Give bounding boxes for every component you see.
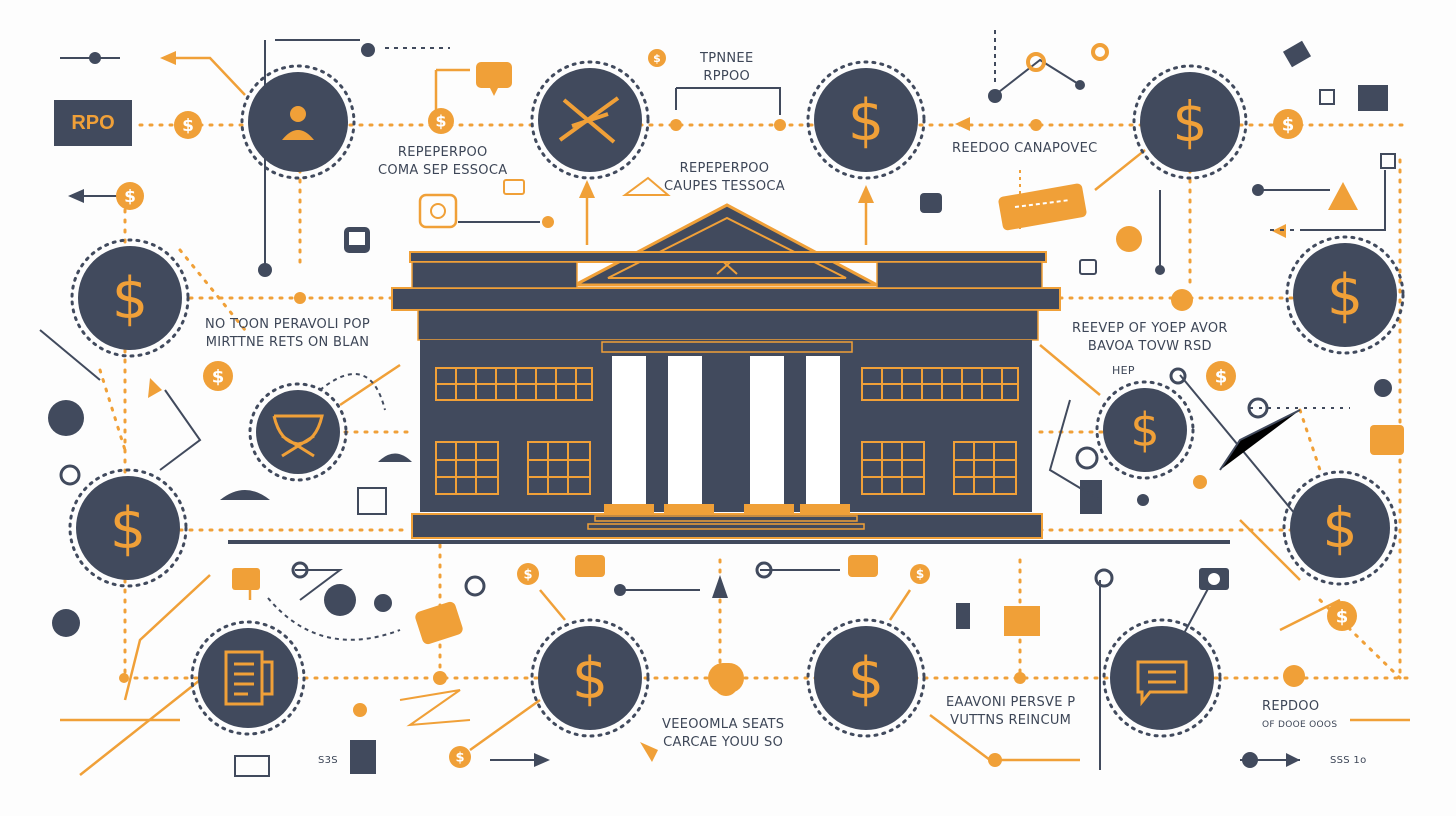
svg-text:$: $	[1215, 366, 1228, 387]
label-far-right-bottom: REPDOO	[1262, 698, 1319, 716]
dollar-icon: $	[70, 238, 190, 358]
orange-connectors	[60, 56, 1410, 776]
label-line: EAAVONI PERSVE P	[946, 695, 1076, 710]
small-dollar-icon: $	[910, 564, 930, 584]
svg-text:$: $	[1282, 114, 1295, 135]
rpo-badge-label: RPO	[71, 111, 115, 134]
label-bottom-small-right: SSS 1o	[1330, 752, 1367, 770]
svg-text:$: $	[455, 751, 464, 766]
svg-text:$: $	[848, 646, 884, 712]
dollar-icon: $	[1095, 380, 1195, 480]
label-line: REEVEP OF YOEP AVOR	[1072, 321, 1228, 336]
svg-text:$: $	[848, 88, 884, 154]
label-line: SSS 1o	[1330, 755, 1367, 766]
svg-text:$: $	[523, 568, 532, 583]
small-dollar-icon: $	[1206, 361, 1236, 391]
label-line: REPEPERPOO	[679, 161, 770, 176]
person-icon	[240, 64, 356, 180]
svg-text:$: $	[1323, 496, 1358, 560]
dollar-icon: $	[530, 618, 650, 738]
label-line: BAVOA TOVW RSD	[1087, 339, 1212, 354]
label-right-upper: REEDOO CANAPOVEC	[952, 140, 1097, 158]
flow-arrows	[68, 51, 1300, 767]
svg-text:$: $	[572, 646, 608, 712]
label-bottom-center: VEEOOMLA SEATS CARCAE YOUU SO	[662, 716, 784, 752]
label-line: COMA SEP ESSOCA	[378, 163, 508, 178]
label-line: MIRTTNE RETS ON BLAN	[205, 335, 370, 350]
label-bottom-right: EAAVONI PERSVE P VUTTNS REINCUM	[946, 694, 1075, 730]
svg-text:$: $	[653, 52, 661, 65]
svg-text:$: $	[110, 496, 146, 562]
hub-circles: $ $ $ $ $ $ $ $ $	[68, 60, 1405, 738]
tools-icon	[530, 60, 650, 180]
svg-text:$: $	[916, 567, 924, 581]
label-line: VEEOOMLA SEATS	[662, 717, 785, 732]
label-top-center: TPNNEE RPPOO	[700, 50, 753, 86]
svg-text:$: $	[435, 111, 446, 130]
small-dollar-icon: $	[517, 563, 539, 585]
svg-text:$: $	[182, 116, 194, 136]
small-dollar-icon: $	[1273, 109, 1303, 139]
dollar-icon: $	[806, 618, 926, 738]
svg-text:$: $	[1327, 263, 1363, 329]
dollar-icon: $	[806, 60, 926, 180]
label-line: CAUPES TESSOCA	[664, 179, 785, 194]
small-dollar-nodes: $ $ $ $ $ $ $ $ $ $ $	[116, 49, 1357, 768]
small-dollar-icon: $	[174, 111, 202, 139]
small-dollar-icon: $	[648, 49, 666, 67]
small-dollar-icon: $	[449, 746, 471, 768]
svg-text:$: $	[212, 366, 225, 387]
document-icon	[190, 620, 306, 736]
label-line: TPNNEE	[700, 51, 754, 66]
label-bottom-small-left: S3S	[318, 752, 338, 770]
label-line: RPPOO	[703, 69, 751, 84]
small-dollar-icon: $	[428, 108, 454, 134]
svg-text:$: $	[1130, 403, 1159, 457]
label-line: HEP	[1112, 364, 1135, 377]
chat-icon	[1102, 618, 1222, 738]
label-left-upper: REPEPERPOO COMA SEP ESSOCA	[378, 144, 507, 180]
label-center-upper: REPEPERPOO CAUPES TESSOCA	[664, 160, 785, 196]
dollar-icon: $	[1132, 64, 1248, 180]
svg-text:$: $	[112, 266, 148, 332]
bowl-icon	[248, 382, 348, 482]
label-line: S3S	[318, 755, 338, 766]
svg-text:$: $	[1173, 90, 1208, 154]
label-line: REPDOO	[1262, 699, 1320, 714]
small-dollar-icon: $	[116, 182, 144, 210]
label-right-mid-small: HEP	[1112, 362, 1135, 380]
dollar-icon: $	[68, 468, 188, 588]
small-dollar-icon: $	[203, 361, 233, 391]
svg-text:$: $	[124, 187, 136, 207]
label-line: REPEPERPOO	[397, 145, 488, 160]
svg-text:$: $	[1336, 606, 1349, 627]
label-line: NO TOON PERAVOLI POP	[205, 317, 370, 332]
rpo-badge: RPO	[54, 100, 132, 146]
label-line: VUTTNS REINCUM	[950, 713, 1072, 728]
label-line: CARCAE YOUU SO	[663, 735, 784, 750]
connector-nodes	[89, 43, 1392, 768]
dollar-icon: $	[1282, 470, 1398, 586]
label-far-right-small: OF DOOE OOOS	[1262, 716, 1337, 734]
decorative-shapes	[48, 30, 1404, 777]
label-line: REEDOO CANAPOVEC	[952, 141, 1098, 156]
dollar-icon: $	[1285, 235, 1405, 355]
small-dollar-icon: $	[1327, 601, 1357, 631]
bank-building-icon	[228, 203, 1230, 544]
label-right-mid: REEVEP OF YOEP AVOR BAVOA TOVW RSD	[1072, 320, 1228, 356]
label-line: OF DOOE OOOS	[1262, 720, 1338, 730]
label-left-mid: NO TOON PERAVOLI POP MIRTTNE RETS ON BLA…	[205, 316, 370, 352]
